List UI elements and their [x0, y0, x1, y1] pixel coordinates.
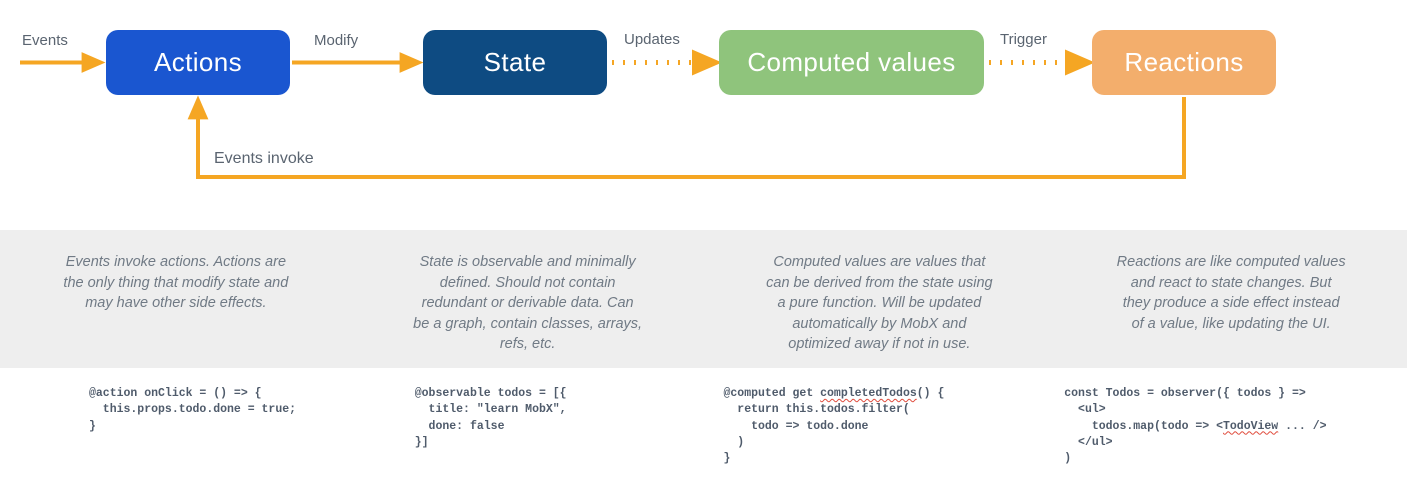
code-sample-reactions-pre: const Todos = observer({ todos } => <ul>…	[1064, 387, 1306, 433]
edge-label-modify: Modify	[314, 32, 359, 49]
code-sample-row: @action onClick = () => { this.props.tod…	[0, 380, 1407, 483]
node-computed-values-label: Computed values	[747, 47, 956, 77]
edge-label-events: Events	[22, 32, 68, 49]
description-text-computed: Computed values are values that can be d…	[766, 254, 993, 353]
node-reactions-label: Reactions	[1124, 47, 1244, 77]
edge-label-updates: Updates	[624, 31, 680, 48]
node-computed-values[interactable]: Computed values	[719, 30, 984, 95]
spellcheck-word-completedtodos: completedTodos	[820, 387, 917, 400]
description-column-actions: Events invoke actions. Actions are the o…	[0, 230, 352, 368]
description-column-reactions: Reactions are like computed values and r…	[1055, 230, 1407, 368]
node-actions-label: Actions	[153, 47, 243, 77]
code-column-computed: @computed get completedTodos() { return …	[704, 380, 1056, 483]
description-text-actions: Events invoke actions. Actions are the o…	[63, 254, 289, 312]
arrow-events-invoke	[187, 95, 1186, 179]
code-sample-reactions: const Todos = observer({ todos } => <ul>…	[1064, 386, 1326, 468]
code-sample-reactions-post: ... /> </ul> )	[1064, 419, 1327, 466]
code-sample-computed-post: () { return this.todos.filter( todo => t…	[723, 387, 945, 466]
spellcheck-word-todoview: TodoView	[1222, 419, 1279, 433]
node-actions[interactable]: Actions	[106, 30, 290, 95]
description-text-reactions: Reactions are like computed values and r…	[1116, 254, 1346, 332]
code-sample-computed-pre: @computed get	[723, 387, 821, 400]
code-sample-computed: @computed get completedTodos() { return …	[724, 386, 945, 468]
code-column-state: @observable todos = [{ title: "learn Mob…	[352, 380, 704, 483]
code-column-reactions: const Todos = observer({ todos } => <ul>…	[1055, 380, 1407, 483]
description-text-state: State is observable and minimally define…	[413, 254, 643, 353]
description-band: Events invoke actions. Actions are the o…	[0, 230, 1407, 368]
node-state-label: State	[483, 47, 547, 77]
node-reactions[interactable]: Reactions	[1092, 30, 1276, 95]
code-sample-actions: @action onClick = () => { this.props.tod…	[89, 387, 297, 433]
edge-label-trigger: Trigger	[1000, 31, 1047, 48]
code-column-actions: @action onClick = () => { this.props.tod…	[0, 380, 352, 483]
description-column-computed: Computed values are values that can be d…	[704, 230, 1056, 368]
architecture-diagram: Actions State Computed values Reactions …	[0, 0, 1407, 230]
diagram-arrows	[20, 49, 1186, 179]
code-sample-state: @observable todos = [{ title: "learn Mob…	[414, 387, 567, 449]
node-state[interactable]: State	[423, 30, 607, 95]
description-column-state: State is observable and minimally define…	[352, 230, 704, 368]
edge-label-events-invoke: Events invoke	[214, 150, 314, 167]
